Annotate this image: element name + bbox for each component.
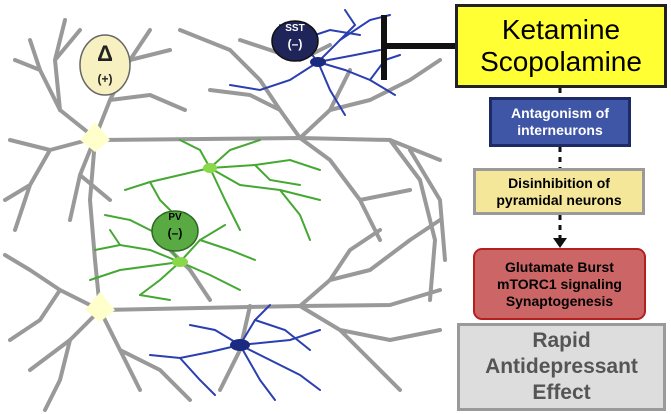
antagonism-box-line2: interneurons: [517, 122, 603, 138]
sst-circle: [271, 20, 319, 62]
glutamate-box-line3: Synaptogenesis: [505, 292, 614, 309]
glutamate-box: Glutamate Burst mTORC1 signaling Synapto…: [473, 248, 646, 320]
effect-box: Rapid Antidepressant Effect: [457, 323, 666, 411]
effect-box-line1: Rapid: [532, 329, 591, 352]
glutamate-box-line1: Glutamate Burst: [505, 258, 614, 275]
arrow-head: [553, 238, 567, 248]
disinhibition-box: Disinhibition of pyramidal neurons: [473, 168, 645, 215]
sst-sign: (–): [287, 37, 303, 51]
drug-box-line2: Scopolamine: [480, 46, 642, 77]
effect-box-line2: Antidepressant: [485, 355, 638, 378]
disinhibition-box-line2: pyramidal neurons: [496, 191, 622, 208]
pv-sign: (–): [167, 226, 183, 240]
sst-somata: [230, 57, 326, 351]
delta-symbol: Δ: [97, 41, 113, 66]
pyramidal-neurons: [3, 18, 447, 412]
upper-pyramidal-soma: [80, 122, 110, 152]
pv-somata: [172, 163, 217, 267]
drug-box-line1: Ketamine: [501, 14, 621, 45]
glutamate-box-line2: mTORC1 signaling: [497, 275, 622, 292]
antagonism-box-line1: Antagonism of: [511, 105, 609, 121]
pyramidal-somata: [80, 122, 115, 322]
antagonism-box: Antagonism of interneurons: [489, 97, 631, 147]
delta-interneuron-circle: [79, 34, 131, 96]
pv-circle: [151, 210, 199, 252]
lower-pyramidal-soma: [85, 292, 115, 322]
disinhibition-box-line1: Disinhibition of: [508, 174, 610, 191]
drug-box: Ketamine Scopolamine: [455, 4, 667, 88]
pv-interneurons: [89, 139, 321, 301]
delta-sign: (+): [97, 72, 113, 86]
effect-box-line3: Effect: [532, 381, 591, 404]
sst-label: SST: [285, 23, 305, 34]
pv-label: PV: [168, 212, 182, 223]
